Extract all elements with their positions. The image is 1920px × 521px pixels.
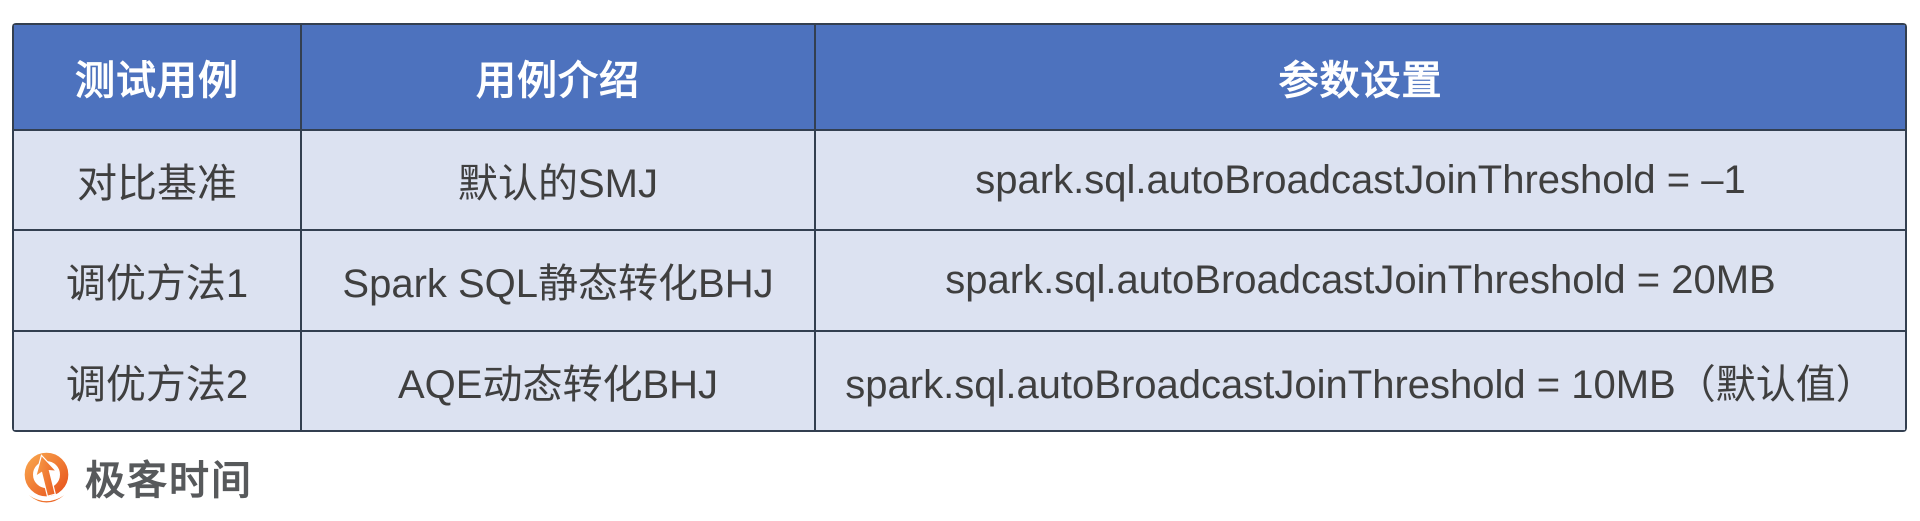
geektime-logo: 极客时间 — [21, 450, 253, 509]
cell-param-value: spark.sql.autoBroadcastJoinThreshold = 2… — [814, 229, 1907, 332]
cell-param-value: spark.sql.autoBroadcastJoinThreshold = –… — [814, 128, 1907, 232]
cell-case-desc: 默认的SMJ — [300, 128, 816, 232]
geektime-logo-text: 极客时间 — [85, 458, 253, 503]
cell-case-name: 调优方法1 — [12, 229, 302, 332]
table: 测试用例 用例介绍 参数设置 对比基准 默认的SMJ spark.sql.aut… — [12, 23, 1907, 432]
table-row-tuning-2: 调优方法2 AQE动态转化BHJ spark.sql.autoBroadcast… — [12, 329, 1907, 432]
cell-case-desc: Spark SQL静态转化BHJ — [300, 229, 816, 332]
table-row-baseline: 对比基准 默认的SMJ spark.sql.autoBroadcastJoinT… — [12, 128, 1907, 232]
geektime-arrow-pin-icon — [24, 452, 69, 503]
cell-param-value: spark.sql.autoBroadcastJoinThreshold = 1… — [814, 329, 1907, 432]
header-cell-param-settings: 参数设置 — [814, 23, 1907, 131]
cell-case-desc: AQE动态转化BHJ — [300, 329, 816, 432]
header-cell-test-case: 测试用例 — [12, 23, 302, 131]
cell-case-name: 对比基准 — [12, 128, 302, 232]
table-row-tuning-1: 调优方法1 Spark SQL静态转化BHJ spark.sql.autoBro… — [12, 229, 1907, 332]
table-header-row: 测试用例 用例介绍 参数设置 — [12, 23, 1907, 131]
test-case-table: 测试用例 用例介绍 参数设置 对比基准 默认的SMJ spark.sql.aut… — [12, 23, 1907, 432]
cell-case-name: 调优方法2 — [12, 329, 302, 432]
header-cell-case-intro: 用例介绍 — [300, 23, 816, 131]
